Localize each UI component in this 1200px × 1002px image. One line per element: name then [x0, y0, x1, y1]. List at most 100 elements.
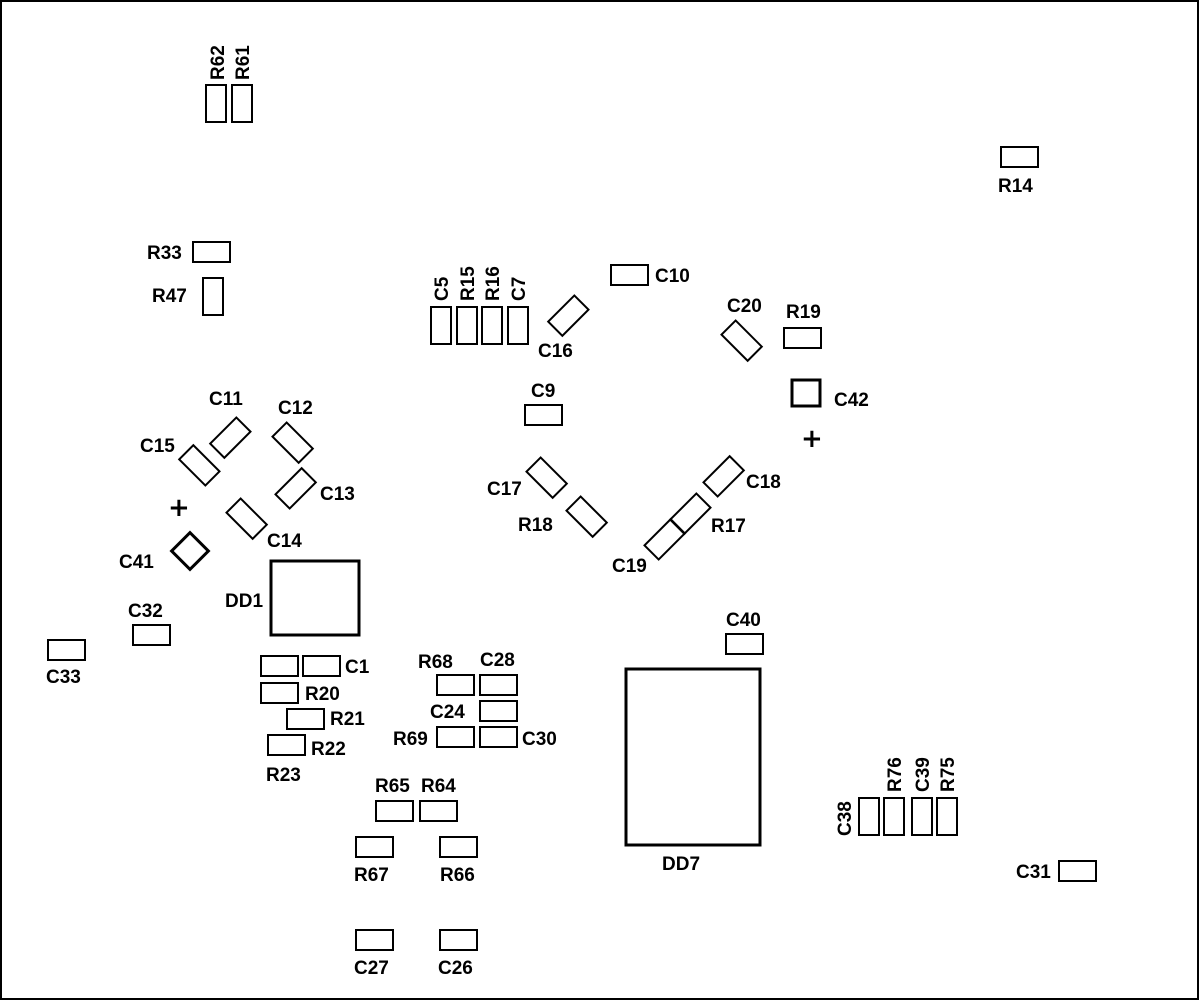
pad-r65: [375, 800, 414, 822]
pad-c38: [858, 797, 880, 836]
pad-c26: [439, 929, 478, 951]
pad-r33: [192, 241, 231, 263]
pad-r68: [436, 674, 475, 696]
pad-r23: [267, 734, 306, 756]
label-c41: C41: [119, 552, 154, 573]
label-r65: R65: [375, 776, 410, 797]
label-r69: R69: [393, 729, 428, 750]
label-r23: R23: [266, 765, 301, 786]
label-c12: C12: [278, 398, 313, 419]
label-r47: R47: [152, 286, 187, 307]
label-c1: C1: [345, 657, 370, 678]
label-r16: R16: [483, 266, 504, 301]
label-r62: R62: [208, 45, 229, 80]
label-r75: R75: [938, 757, 959, 792]
pad-c5: [430, 306, 452, 345]
label-dd1: DD1: [225, 591, 263, 612]
label-r76: R76: [885, 757, 906, 792]
pad-c27: [355, 929, 394, 951]
pad-c31: [1058, 860, 1097, 882]
pad-r66: [439, 836, 478, 858]
label-r15: R15: [458, 266, 479, 301]
label-c40: C40: [726, 610, 761, 631]
label-c11: C11: [209, 389, 243, 410]
label-r67: R67: [354, 865, 389, 886]
polarity-c41: +: [168, 493, 190, 523]
label-r21: R21: [330, 709, 365, 730]
pad-c1-b: [302, 655, 341, 677]
label-c38: C38: [835, 801, 856, 836]
pad-r16: [481, 306, 503, 345]
label-c20: C20: [727, 296, 762, 317]
pad-r76: [883, 797, 905, 836]
pad-r67: [355, 836, 394, 858]
label-c24: C24: [430, 702, 465, 723]
pad-r47: [202, 277, 224, 316]
pad-c1-a: [260, 655, 299, 677]
pad-c28: [479, 674, 518, 696]
pad-c42: [790, 378, 822, 408]
label-c42: C42: [834, 390, 869, 411]
label-c14: C14: [267, 531, 302, 552]
label-c26: C26: [438, 958, 473, 979]
label-r66: R66: [440, 865, 475, 886]
label-c5: C5: [432, 276, 453, 301]
label-r33: R33: [147, 243, 182, 264]
label-r22: R22: [311, 739, 346, 760]
ic-dd1: [269, 559, 361, 637]
label-c28: C28: [480, 650, 515, 671]
label-r19: R19: [786, 302, 821, 323]
label-c30: C30: [522, 729, 557, 750]
pad-r64: [419, 800, 458, 822]
pad-c11: [208, 416, 252, 460]
pad-r62: [205, 84, 227, 123]
pad-r20: [260, 682, 299, 704]
pad-c15: [177, 443, 221, 487]
pad-c33: [47, 639, 86, 661]
label-c39: C39: [913, 757, 934, 792]
label-c16: C16: [538, 341, 573, 362]
pad-c17: [525, 456, 569, 500]
label-c31: C31: [1016, 862, 1051, 883]
pad-c9: [524, 404, 563, 426]
label-c27: C27: [354, 958, 389, 979]
pad-c16: [546, 294, 590, 338]
label-r68: R68: [418, 652, 453, 673]
pad-c30: [479, 726, 518, 748]
pad-c41: [169, 530, 211, 572]
ic-dd7: [624, 667, 762, 847]
polarity-c42: +: [801, 424, 823, 454]
pad-c24: [479, 700, 518, 722]
label-c32: C32: [128, 601, 163, 622]
pad-c12: [271, 421, 315, 465]
pad-r69: [436, 726, 475, 748]
label-c15: C15: [140, 436, 175, 457]
pad-c32: [132, 624, 171, 646]
label-c33: C33: [46, 667, 81, 688]
label-c10: C10: [655, 266, 690, 287]
label-dd7: DD7: [662, 854, 700, 875]
label-c17: C17: [487, 479, 522, 500]
pad-r21: [286, 708, 325, 730]
label-c13: C13: [320, 484, 355, 505]
label-r64: R64: [421, 776, 456, 797]
pad-r19: [783, 327, 822, 349]
label-c7: C7: [509, 277, 530, 301]
label-c9: C9: [531, 381, 555, 402]
pad-c14: [225, 497, 269, 541]
pad-r14: [1000, 146, 1039, 168]
label-r18: R18: [518, 515, 553, 536]
pad-c20: [720, 319, 764, 363]
pad-c13: [274, 466, 318, 510]
pad-c18: [702, 454, 746, 498]
label-c18: C18: [746, 472, 781, 493]
pad-c10: [610, 264, 649, 286]
label-r17: R17: [711, 516, 746, 537]
pad-r75: [936, 797, 958, 836]
label-r14: R14: [998, 176, 1033, 197]
label-c19: C19: [612, 556, 647, 577]
label-r20: R20: [305, 684, 340, 705]
label-r61: R61: [233, 45, 254, 80]
